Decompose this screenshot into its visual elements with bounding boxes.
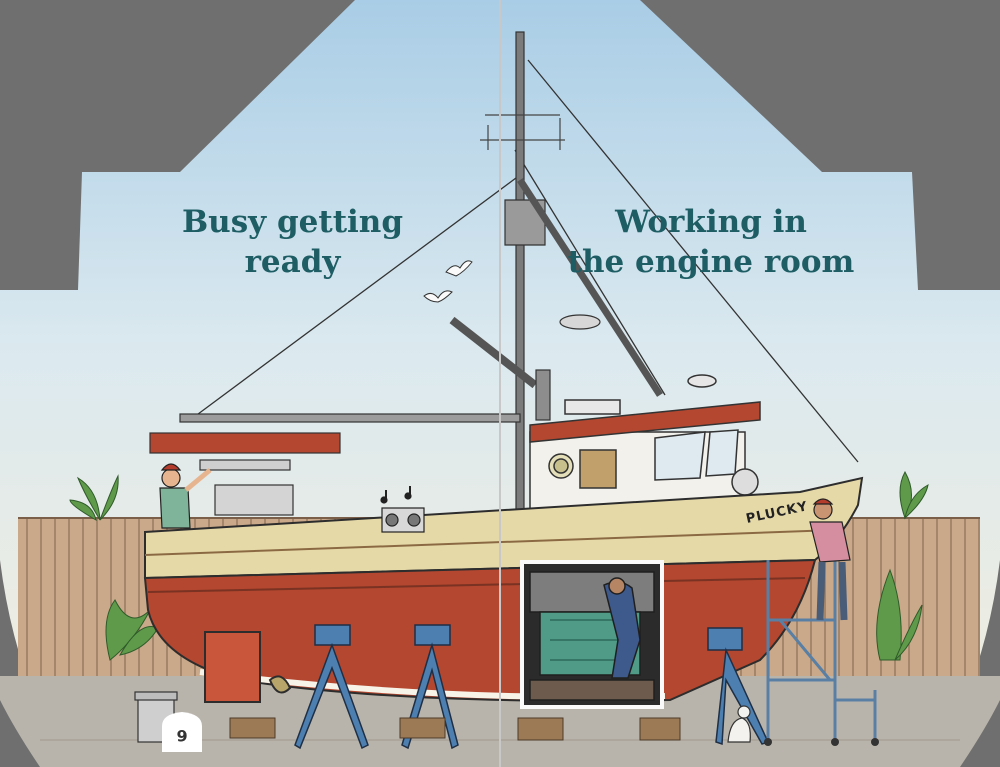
rigging	[189, 59, 859, 463]
awning	[149, 413, 521, 516]
engine-room	[520, 560, 664, 709]
seagulls	[423, 260, 473, 303]
right-page-heading: Working in the engine room	[566, 202, 856, 282]
plant-left	[69, 474, 159, 661]
left-heading-line2: ready	[244, 244, 341, 280]
page-number-tab	[162, 712, 202, 752]
plant-right	[876, 470, 929, 661]
left-page-heading: Busy getting ready	[160, 202, 425, 282]
mast	[449, 31, 663, 533]
page-number: 6	[176, 726, 187, 745]
scaffold	[764, 560, 879, 746]
person-on-scaffold	[809, 498, 851, 621]
right-heading-line1: Working in	[615, 204, 807, 240]
music-player	[380, 486, 425, 533]
person-on-deck	[159, 463, 212, 529]
left-heading-line1: Busy getting	[181, 204, 404, 240]
dog	[727, 705, 751, 743]
right-heading-line2: the engine room	[567, 244, 855, 280]
pallets	[229, 717, 681, 741]
